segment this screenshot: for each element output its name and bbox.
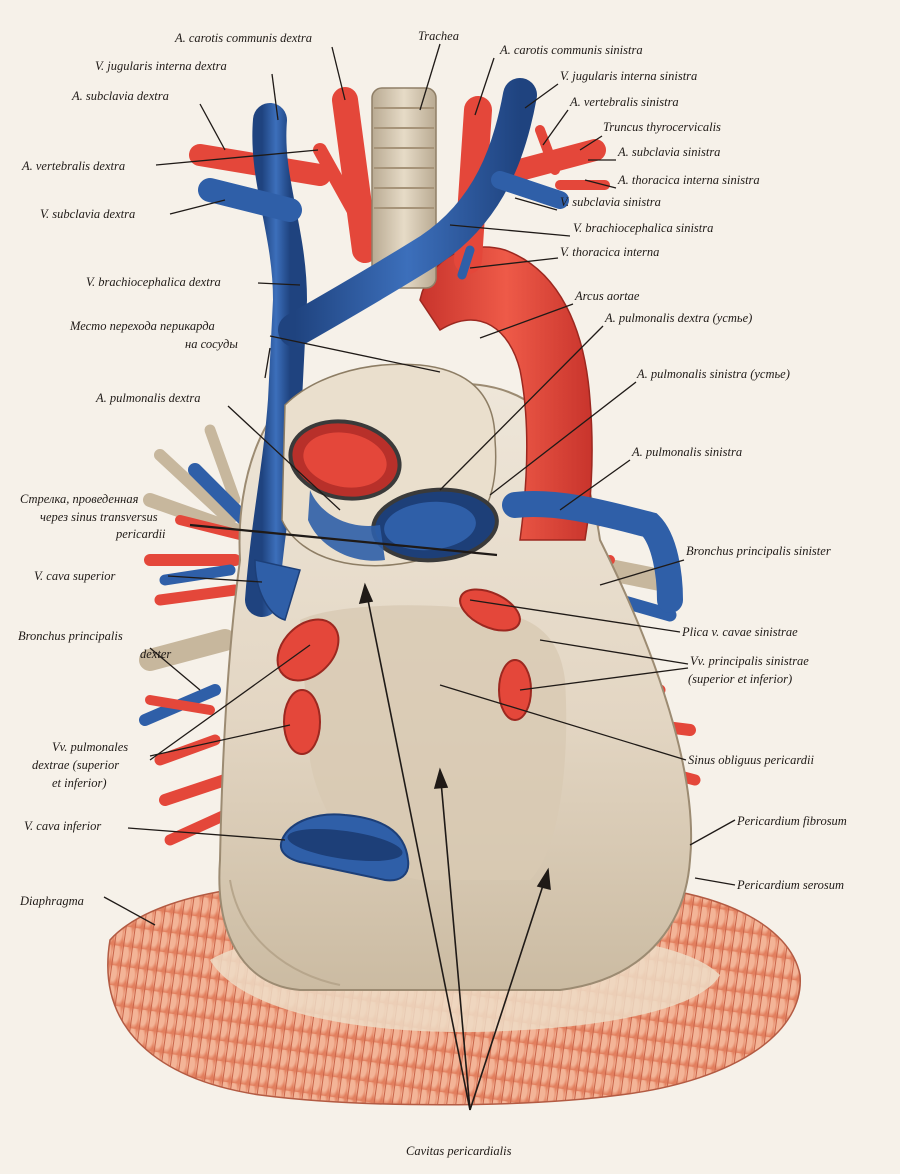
label-carotis-dextra: A. carotis communis dextra	[174, 31, 312, 45]
leader-line	[539, 639, 689, 665]
label-jugularis-dextra: V. jugularis interna dextra	[95, 59, 227, 73]
leader-line	[469, 257, 559, 269]
leader-line	[439, 325, 604, 491]
leader-lines	[103, 43, 736, 926]
label-plica: Plica v. cavae sinistrae	[681, 625, 798, 639]
leader-line	[257, 282, 301, 286]
label-thoracica-interna: V. thoracica interna	[560, 245, 659, 259]
label-strelka-3: pericardii	[115, 527, 166, 541]
leader-line	[127, 827, 286, 841]
ivc-opening	[280, 813, 410, 882]
leader-line	[439, 684, 687, 761]
leader-line	[599, 559, 685, 586]
leader-line	[469, 599, 681, 633]
label-subclavia-a-dextra: A. subclavia dextra	[71, 89, 169, 103]
leader-line	[689, 819, 736, 846]
leader-line	[271, 73, 279, 121]
label-vv-dex-3: et inferior)	[52, 776, 107, 790]
aorta	[189, 87, 610, 541]
right-hilum-vessels	[139, 424, 252, 846]
label-pulm-dextra: A. pulmonalis dextra	[95, 391, 201, 405]
label-sinus-obliquus: Sinus obliguus pericardii	[688, 753, 814, 767]
label-arcus: Arcus aortae	[574, 289, 640, 303]
label-truncus: Truncus thyrocervicalis	[603, 120, 721, 134]
leader-line	[514, 197, 558, 211]
label-vertebralis-dextra: A. vertebralis dextra	[21, 159, 125, 173]
label-strelka-1: Стрелка, проведенная	[20, 492, 139, 506]
leader-line	[542, 109, 569, 146]
leader-line	[524, 83, 559, 109]
leader-line	[579, 135, 603, 151]
label-subclavia-v-dextra: V. subclavia dextra	[40, 207, 135, 221]
pulmonary-vein-openings	[276, 588, 532, 755]
labels: A. carotis communis dextra Trachea A. caro…	[18, 29, 847, 1158]
leader-line	[419, 43, 441, 111]
label-cava-inferior: V. cava inferior	[24, 819, 101, 833]
leader-line	[694, 877, 736, 886]
label-mesto-2: на сосуды	[185, 337, 238, 351]
leader-line	[474, 57, 495, 116]
label-vv-sin-1: Vv. principalis sinistrae	[690, 654, 809, 668]
leader-line	[149, 647, 201, 691]
leader-line	[519, 667, 689, 691]
label-pulm-sinistra: A. pulmonalis sinistra	[631, 445, 742, 459]
leader-line	[199, 103, 226, 151]
label-bronchus-sinister: Bronchus principalis sinister	[686, 544, 831, 558]
label-subclavia-a-sinistra: A. subclavia sinistra	[617, 145, 720, 159]
leader-line	[155, 149, 319, 166]
label-mesto-1: Место перехода перикарда	[69, 319, 215, 333]
label-diaphragma: Diaphragma	[19, 894, 84, 908]
leader-line	[149, 724, 291, 757]
leader-line	[264, 347, 271, 379]
label-jugularis-sinistra: V. jugularis interna sinistra	[560, 69, 697, 83]
label-strelka-2: через sinus transversus	[40, 510, 158, 524]
label-subclavia-v-sinistra: V. subclavia sinistra	[560, 195, 661, 209]
leader-line	[169, 199, 226, 215]
leader-line	[331, 46, 346, 101]
label-trachea: Trachea	[418, 29, 459, 43]
leader-line	[489, 381, 637, 496]
label-cava-superior: V. cava superior	[34, 569, 115, 583]
leader-line	[479, 303, 574, 339]
label-vertebralis-sinistra: A. vertebralis sinistra	[569, 95, 679, 109]
label-fibrosum: Pericardium fibrosum	[736, 814, 847, 828]
label-brachio-sinistra: V. brachiocephalica sinistra	[573, 221, 713, 235]
label-pulm-dextra-ustye: A. pulmonalis dextra (устье)	[604, 311, 752, 325]
leader-line	[269, 335, 441, 373]
label-vv-dex-1: Vv. pulmonales	[52, 740, 128, 754]
leader-line	[227, 405, 341, 511]
label-brachio-dextra: V. brachiocephalica dextra	[86, 275, 221, 289]
label-cavitas: Cavitas pericardialis	[406, 1144, 512, 1158]
label-bronchus-dexter-2: dexter	[140, 647, 171, 661]
leader-line	[149, 644, 311, 761]
label-thoracica-int-sin: A. thoracica interna sinistra	[617, 173, 760, 187]
label-pulm-sinistra-ustye: A. pulmonalis sinistra (устье)	[636, 367, 790, 381]
label-serosum: Pericardium serosum	[736, 878, 844, 892]
reflection-area	[254, 363, 499, 621]
cavitas-arrows	[189, 523, 551, 1111]
leader-line	[167, 575, 263, 583]
leader-line	[559, 459, 631, 511]
leader-line	[103, 896, 156, 926]
label-bronchus-dexter-1: Bronchus principalis	[18, 629, 123, 643]
leader-line	[584, 179, 617, 189]
label-vv-sin-2: (superior et inferior)	[688, 672, 792, 686]
leader-line	[449, 224, 571, 237]
label-vv-dex-2: dextrae (superior	[32, 758, 119, 772]
label-carotis-sinistra: A. carotis communis sinistra	[499, 43, 643, 57]
